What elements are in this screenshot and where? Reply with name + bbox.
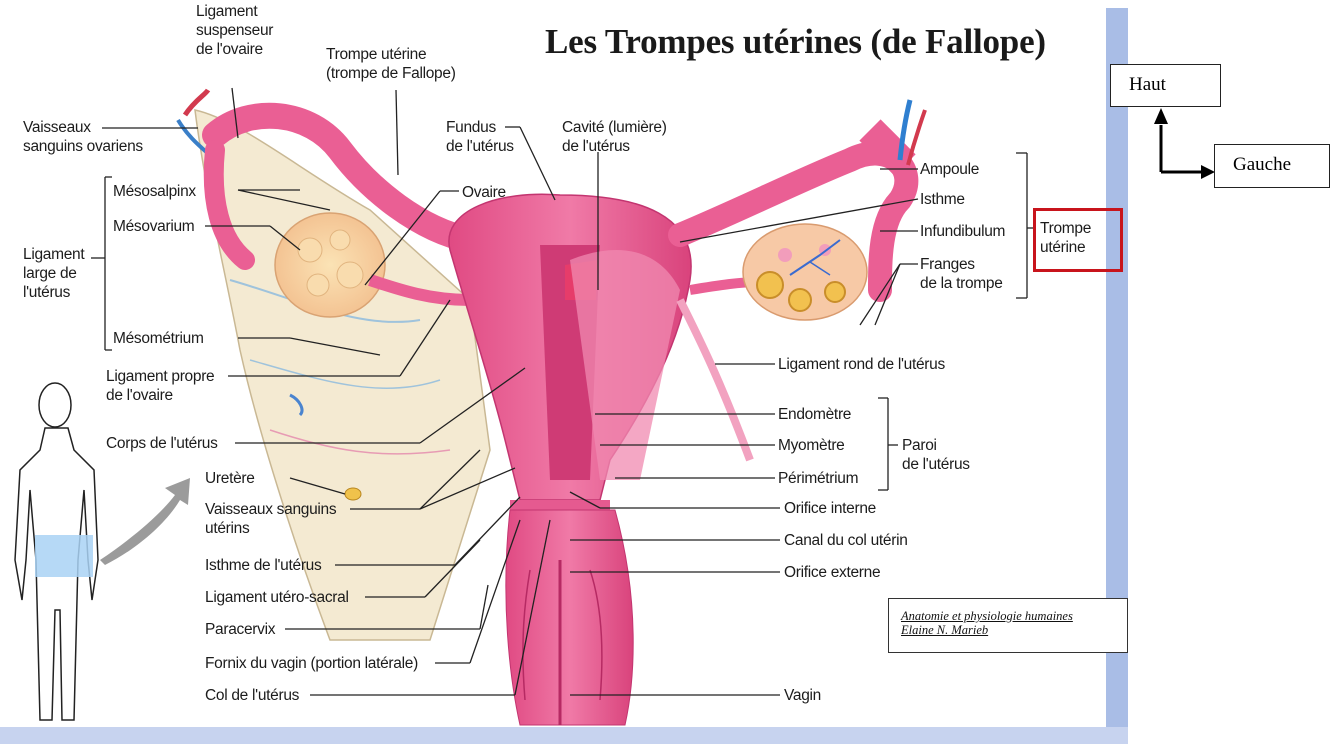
label-uretere: Uretère	[205, 469, 255, 488]
label-mesovarium: Mésovarium	[113, 217, 194, 236]
label-cavite: Cavité (lumière)de l'utérus	[562, 118, 667, 156]
credit-title: Anatomie et physiologie humaines	[901, 609, 1127, 623]
label-ampoule: Ampoule	[920, 160, 979, 179]
grey-arrow	[100, 478, 190, 565]
left-ovary	[275, 213, 385, 317]
label-orifice-externe: Orifice externe	[784, 563, 880, 582]
page-title: Les Trompes utérines (de Fallope)	[545, 22, 1046, 62]
label-paracervix: Paracervix	[205, 620, 275, 639]
label-perimetrium: Périmétrium	[778, 469, 858, 488]
credit-box: Anatomie et physiologie humaines Elaine …	[888, 598, 1128, 653]
highlight-box	[1033, 208, 1123, 272]
label-ligament-rond: Ligament rond de l'utérus	[778, 355, 945, 374]
label-corps: Corps de l'utérus	[106, 434, 218, 453]
label-infundibulum: Infundibulum	[920, 222, 1005, 241]
label-trompe-uterine-top: Trompe utérine(trompe de Fallope)	[326, 45, 456, 83]
label-canal-col: Canal du col utérin	[784, 531, 908, 550]
label-ovaire: Ovaire	[462, 183, 506, 202]
label-ligament-utero-sacral: Ligament utéro-sacral	[205, 588, 349, 607]
credit-author: Elaine N. Marieb	[901, 623, 1127, 637]
label-isthme-uterus: Isthme de l'utérus	[205, 556, 321, 575]
label-fornix: Fornix du vagin (portion latérale)	[205, 654, 418, 673]
pelvic-highlight	[35, 535, 93, 577]
label-endometre: Endomètre	[778, 405, 851, 424]
nav-haut-box[interactable]: Haut	[1110, 64, 1221, 107]
label-col: Col de l'utérus	[205, 686, 299, 705]
nav-gauche-box[interactable]: Gauche	[1214, 144, 1330, 188]
label-isthme: Isthme	[920, 190, 965, 209]
direction-arrow	[1161, 125, 1205, 172]
label-myometre: Myomètre	[778, 436, 845, 455]
label-vagin: Vagin	[784, 686, 821, 705]
round-ligament	[680, 300, 750, 460]
arrow-head-right	[1201, 165, 1215, 179]
label-orifice-interne: Orifice interne	[784, 499, 876, 518]
arrow-head-up	[1154, 108, 1168, 124]
label-mesometrium: Mésométrium	[113, 329, 204, 348]
label-mesosalpinx: Mésosalpinx	[113, 182, 196, 201]
